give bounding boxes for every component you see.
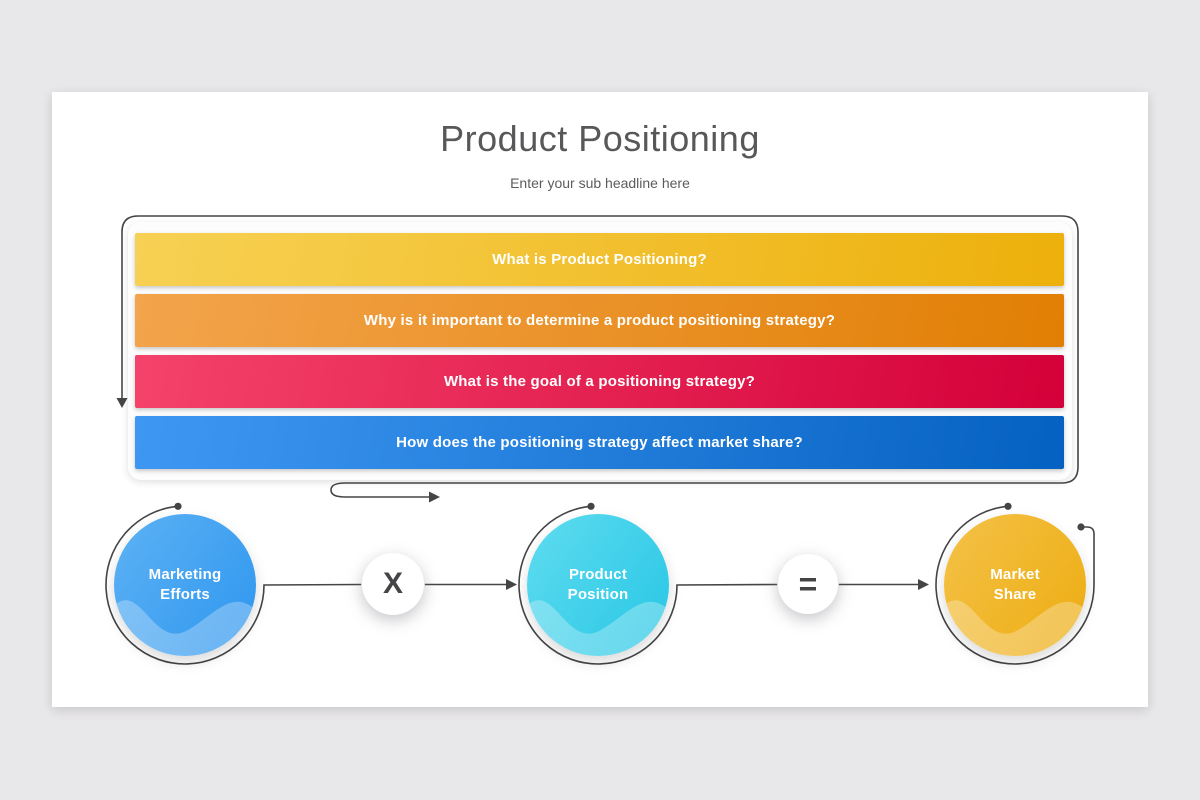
question-bar-4[interactable]: How does the positioning strategy affect… xyxy=(135,416,1064,469)
question-bar-label: Why is it important to determine a produ… xyxy=(363,312,836,329)
operator-symbol: = xyxy=(798,565,818,602)
marketing-efforts-circle[interactable]: Marketing Efforts xyxy=(114,514,256,656)
equals-operator-badge[interactable]: = xyxy=(778,554,838,614)
market-share-circle[interactable]: Market Share xyxy=(944,514,1086,656)
operator-symbol: X xyxy=(382,567,403,600)
multiply-operator-badge[interactable]: X xyxy=(362,553,424,615)
question-bar-3[interactable]: What is the goal of a positioning strate… xyxy=(135,355,1064,408)
circle-label: Market Share xyxy=(990,566,1040,603)
question-bar-1[interactable]: What is Product Positioning? xyxy=(135,233,1064,286)
question-bar-label: How does the positioning strategy affect… xyxy=(396,434,803,451)
slide-subtitle[interactable]: Enter your sub headline here xyxy=(510,175,690,191)
circle-label: Marketing Efforts xyxy=(148,566,222,603)
product-position-circle[interactable]: Product Position xyxy=(527,514,669,656)
slide-title[interactable]: Product Positioning xyxy=(440,118,760,159)
question-bar-2[interactable]: Why is it important to determine a produ… xyxy=(135,294,1064,347)
questions-list: What is Product Positioning? Why is it i… xyxy=(135,233,1064,469)
circle-label: Product Position xyxy=(567,566,629,603)
question-bar-label: What is the goal of a positioning strate… xyxy=(443,373,756,390)
question-bar-label: What is Product Positioning? xyxy=(492,251,707,268)
